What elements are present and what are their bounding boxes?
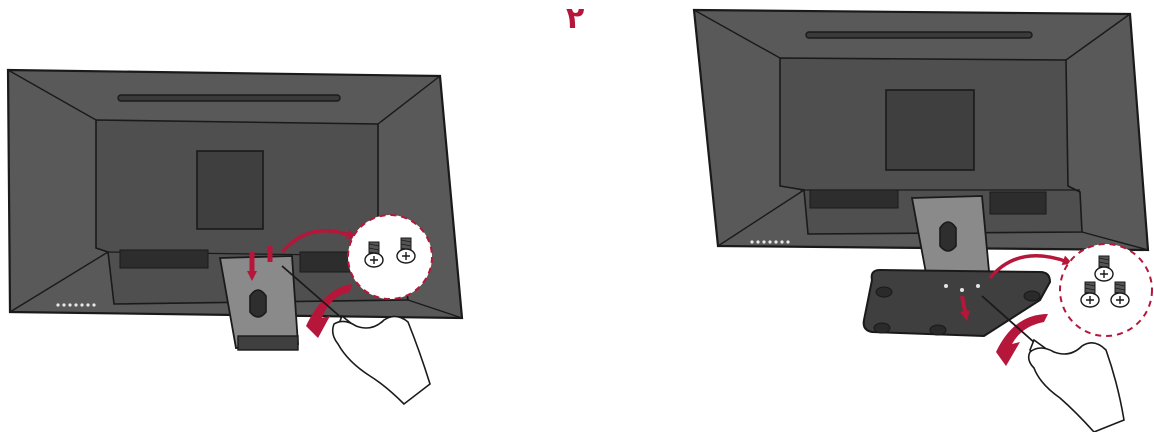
right-screw-callout <box>1060 244 1152 336</box>
right-hand-icon <box>1029 343 1124 432</box>
right-vent-slot <box>806 32 1032 38</box>
right-vesa-plate <box>886 90 974 170</box>
left-hand-icon <box>333 316 430 404</box>
left-vent-slot <box>118 95 340 101</box>
left-monitor-illustration <box>8 70 462 404</box>
left-screw-callout <box>348 215 432 299</box>
left-vesa-plate <box>197 151 263 229</box>
right-monitor-illustration <box>694 10 1152 432</box>
